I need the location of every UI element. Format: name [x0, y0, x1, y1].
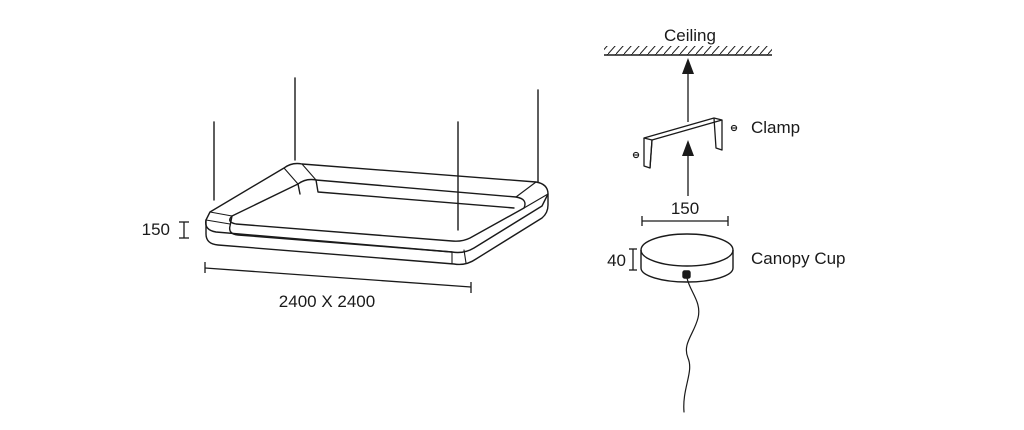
clamp-bracket [643, 117, 723, 169]
ring-outer-bottom [205, 193, 549, 266]
ring-outer-top [205, 162, 549, 254]
pendant-luminaire [205, 77, 549, 266]
suspension-wires [213, 77, 539, 231]
canopy-height-label: 40 [607, 251, 626, 270]
clamp-width-label: 150 [671, 199, 699, 218]
ring-inner-wall [228, 215, 453, 253]
arrow-to-clamp-icon [682, 140, 694, 196]
power-cable [683, 277, 700, 413]
clamp-screw-icons [632, 124, 738, 159]
ring-inner-top [229, 178, 526, 242]
arrow-to-ceiling-icon [682, 58, 694, 122]
fixture-height-dimension [179, 221, 189, 239]
fixture-footprint-label: 2400 X 2400 [279, 292, 375, 311]
ceiling-surface [604, 46, 772, 56]
ring-inner-wall-right [297, 179, 515, 209]
canopy-label: Canopy Cup [751, 249, 846, 268]
ceiling-label: Ceiling [664, 26, 716, 45]
clamp-width-dimension [641, 216, 729, 226]
fixture-height-label: 150 [142, 220, 170, 239]
canopy-cup [640, 233, 734, 283]
canopy-height-dimension [629, 248, 637, 271]
clamp-label: Clamp [751, 118, 800, 137]
fixture-footprint-dimension [204, 262, 472, 293]
ring-corner-seams [205, 163, 549, 265]
